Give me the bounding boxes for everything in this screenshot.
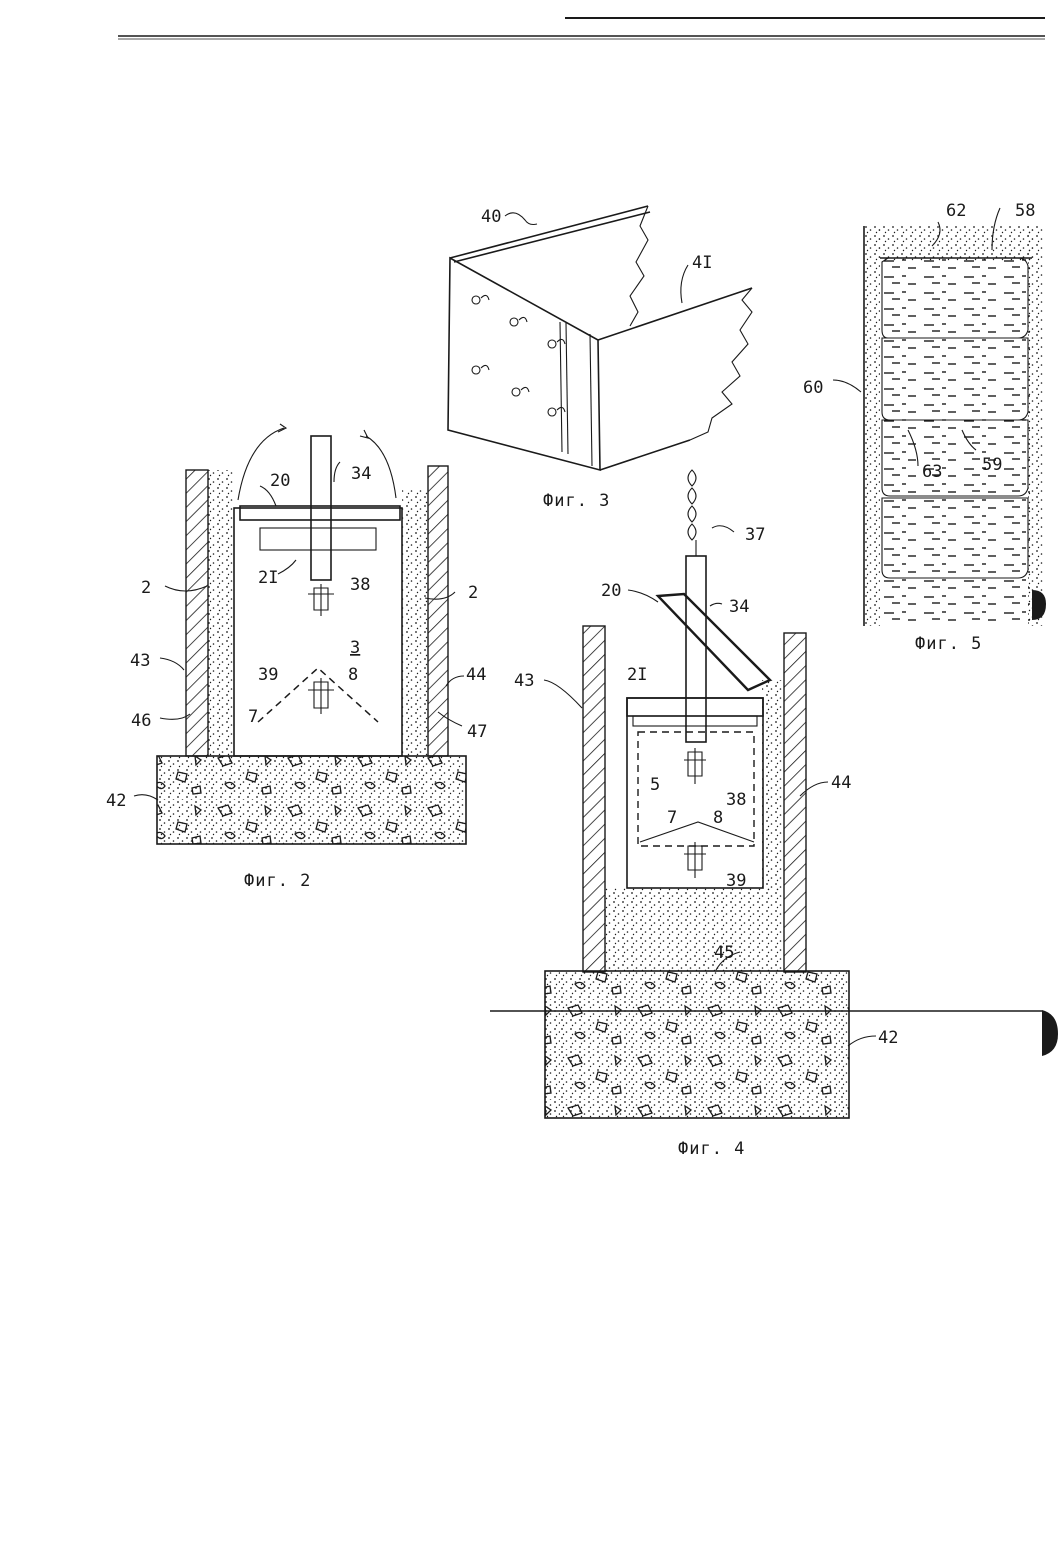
label-63: 63 bbox=[922, 462, 942, 482]
fig2-caption: Фиг. 2 bbox=[244, 871, 311, 891]
label-7: 7 bbox=[667, 808, 677, 828]
header-rules bbox=[118, 18, 1045, 39]
label-37: 37 bbox=[745, 525, 765, 545]
label-47: 47 bbox=[467, 722, 487, 742]
label-20: 20 bbox=[601, 581, 621, 601]
label-40: 40 bbox=[481, 207, 501, 227]
label-38: 38 bbox=[350, 575, 370, 595]
label-34: 34 bbox=[729, 597, 749, 617]
label-59: 59 bbox=[982, 455, 1002, 475]
label-8: 8 bbox=[348, 665, 358, 685]
label-38: 38 bbox=[726, 790, 746, 810]
label-21: 2I bbox=[258, 568, 278, 588]
label-8: 8 bbox=[713, 808, 723, 828]
label-44: 44 bbox=[831, 773, 851, 793]
label-45: 45 bbox=[714, 943, 734, 963]
label-62: 62 bbox=[946, 201, 966, 221]
label-3: 3 bbox=[350, 638, 360, 658]
label-2-right: 2 bbox=[468, 583, 478, 603]
label-42: 42 bbox=[878, 1028, 898, 1048]
label-34: 34 bbox=[351, 464, 371, 484]
label-43: 43 bbox=[130, 651, 150, 671]
figure-3-formwork-corner: 40 4I Фиг. 3 bbox=[448, 206, 752, 511]
label-60: 60 bbox=[803, 378, 823, 398]
label-21: 2I bbox=[627, 665, 647, 685]
fig5-caption: Фиг. 5 bbox=[915, 634, 982, 654]
label-43: 43 bbox=[514, 671, 534, 691]
label-39: 39 bbox=[726, 871, 746, 891]
label-46: 46 bbox=[131, 711, 151, 731]
label-20: 20 bbox=[270, 471, 290, 491]
label-58: 58 bbox=[1015, 201, 1035, 221]
fig3-caption: Фиг. 3 bbox=[543, 491, 610, 511]
figure-5-wall-section: 62 58 60 63 59 Фиг. 5 bbox=[803, 201, 1046, 654]
label-5: 5 bbox=[650, 775, 660, 795]
page-edge-mark bbox=[1042, 1010, 1058, 1056]
fig4-caption: Фиг. 4 bbox=[678, 1139, 745, 1159]
label-7: 7 bbox=[248, 707, 258, 727]
figure-2-section: 20 34 2I 38 2 2 3 43 44 39 8 7 46 47 42 … bbox=[106, 424, 487, 891]
label-44: 44 bbox=[466, 665, 486, 685]
label-39: 39 bbox=[258, 665, 278, 685]
label-42: 42 bbox=[106, 791, 126, 811]
label-2-left: 2 bbox=[141, 578, 151, 598]
label-41: 4I bbox=[692, 253, 712, 273]
